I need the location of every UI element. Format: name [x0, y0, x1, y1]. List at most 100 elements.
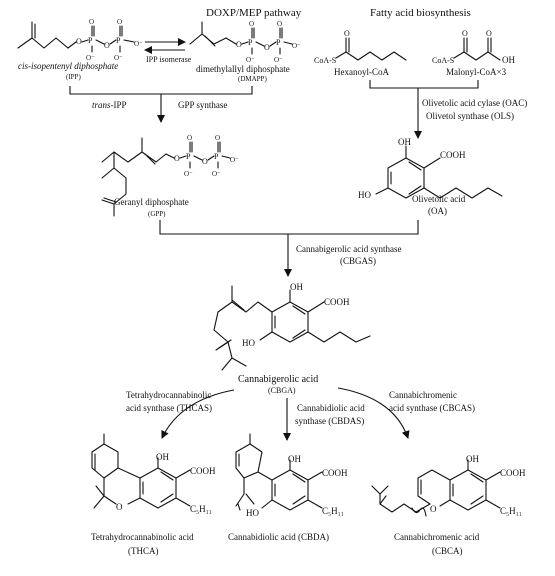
dmapp-structure: O P O O⁻ O P O O⁻ O⁻	[189, 20, 301, 64]
gpp-synthase-label: GPP synthase	[178, 100, 227, 110]
svg-text:O: O	[76, 37, 82, 46]
svg-text:HO: HO	[246, 508, 259, 518]
hexanoyl-coa-structure: CoA-S O	[314, 29, 407, 65]
svg-text:O: O	[236, 40, 242, 49]
svg-text:O: O	[462, 29, 468, 38]
cbcas-arrow	[337, 387, 410, 439]
svg-text:OH: OH	[398, 137, 411, 147]
svg-text:P: P	[88, 36, 93, 45]
oac-label: Olivetolic acid cylase (OAC)	[422, 98, 527, 108]
gpp-abbr: (GPP)	[148, 210, 166, 218]
oa-name: Olivetolic acid	[412, 194, 466, 204]
dmapp-abbr: (DMAPP)	[238, 75, 267, 83]
svg-text:C₅H₁₁: C₅H₁₁	[500, 506, 522, 516]
thca-name: Tetrahydrocannabinolic acid	[91, 532, 194, 542]
svg-text:OH: OH	[466, 454, 479, 464]
svg-text:O: O	[215, 134, 220, 142]
oa-merge-line	[369, 80, 479, 89]
svg-text:O⁻: O⁻	[114, 54, 123, 62]
svg-text:OH: OH	[288, 454, 301, 464]
svg-text:O: O	[277, 20, 282, 28]
svg-text:O: O	[486, 29, 492, 38]
thcas-arrow	[161, 389, 235, 439]
cbdas-label-2: synthase (CBDAS)	[295, 416, 364, 426]
dmapp-name: dimethylallyl diphosphate	[196, 64, 290, 74]
trans-ipp-label: trans-IPP	[92, 100, 127, 110]
gpp-structure: O P O O⁻ O P O O⁻ O⁻	[101, 134, 239, 217]
cbgas-label-2: (CBGAS)	[340, 256, 376, 266]
svg-text:C₅H₁₁: C₅H₁₁	[190, 504, 212, 514]
pathway-doxp-mep: DOXP/MEP pathway	[206, 7, 302, 19]
svg-text:COOH: COOH	[324, 297, 350, 307]
cbgas-label-1: Cannabigerolic acid synthase	[296, 244, 401, 254]
svg-text:O: O	[89, 18, 94, 26]
svg-text:C₅H₁₁: C₅H₁₁	[322, 506, 344, 516]
svg-text:O⁻: O⁻	[134, 40, 143, 48]
svg-text:P: P	[248, 38, 253, 47]
cbda-name: Cannabidiolic acid (CBDA)	[228, 532, 329, 542]
svg-text:P: P	[214, 152, 219, 161]
svg-text:O: O	[430, 504, 437, 514]
ipp-structure: O P O O⁻ O P O O⁻ O⁻	[17, 18, 143, 62]
malonyl-coa-structure: CoA-S O O OH	[432, 29, 515, 65]
svg-text:COOH: COOH	[500, 468, 526, 478]
svg-text:O⁻: O⁻	[274, 56, 283, 64]
cbca-abbr: (CBCA)	[432, 546, 463, 556]
cbga-structure: OH COOH HO	[213, 282, 371, 371]
svg-text:COOH: COOH	[440, 150, 466, 160]
cbga-name: Cannabigerolic acid	[238, 374, 318, 385]
cbda-structure: OH COOH C₅H₁₁ HO	[235, 433, 348, 518]
svg-text:OH: OH	[156, 452, 169, 462]
thcas-label-1: Tetrahydrocannabinolic	[126, 390, 211, 400]
thca-structure: OH COOH C₅H₁₁ O	[91, 433, 216, 514]
cbcas-label-1: Cannabichromenic	[389, 390, 457, 400]
cbca-structure: OH COOH C₅H₁₁ O	[371, 454, 526, 517]
svg-text:O: O	[344, 29, 350, 38]
cbcas-label-2: acid synthase (CBCAS)	[389, 403, 475, 413]
svg-text:O: O	[104, 41, 110, 50]
svg-text:HO: HO	[242, 338, 255, 348]
svg-text:O⁻: O⁻	[184, 170, 193, 178]
cbca-name: Cannabichromenic acid	[394, 532, 480, 542]
svg-text:O: O	[174, 154, 180, 163]
svg-text:O⁻: O⁻	[212, 170, 221, 178]
svg-text:COOH: COOH	[190, 466, 216, 476]
svg-text:O: O	[264, 43, 270, 52]
gpp-name: Geranyl diphosphate	[114, 197, 189, 207]
ipp-name: cis-isopentenyl diphosphate	[18, 61, 118, 71]
svg-text:O⁻: O⁻	[230, 156, 239, 164]
svg-text:O: O	[249, 20, 254, 28]
hexanoyl-coa-name: Hexanoyl-CoA	[334, 67, 389, 77]
svg-text:OH: OH	[502, 55, 515, 65]
malonyl-coa-name: Malonyl-CoA×3	[446, 67, 507, 77]
svg-text:P: P	[186, 152, 191, 161]
svg-text:CoA-S: CoA-S	[432, 56, 454, 65]
ipp-isomerase-label: IPP isomerase	[146, 55, 192, 64]
svg-text:OH: OH	[290, 282, 303, 292]
gpp-merge-line	[69, 86, 253, 95]
svg-text:O: O	[116, 502, 123, 512]
cbga-merge-line	[159, 220, 419, 235]
svg-text:O: O	[187, 134, 192, 142]
svg-text:O: O	[202, 157, 208, 166]
svg-text:COOH: COOH	[322, 468, 348, 478]
svg-text:O⁻: O⁻	[246, 56, 255, 64]
svg-text:P: P	[276, 38, 281, 47]
svg-text:HO: HO	[358, 190, 371, 200]
cbdas-label-1: Cannabidiolic acid	[297, 403, 365, 413]
oa-abbr: (OA)	[428, 206, 447, 216]
cbga-abbr: (CBGA)	[268, 386, 296, 395]
ols-label: Olivetol synthase (OLS)	[426, 111, 514, 121]
pathway-fatty-acid: Fatty acid biosynthesis	[370, 7, 471, 19]
svg-text:O⁻: O⁻	[86, 54, 95, 62]
thcas-label-2: acid synthase (THCAS)	[126, 403, 212, 413]
thca-abbr: (THCA)	[128, 546, 159, 556]
oa-structure: OH COOH HO	[358, 137, 503, 200]
svg-text:O⁻: O⁻	[292, 42, 301, 50]
ipp-abbr: (IPP)	[66, 73, 81, 81]
svg-text:O: O	[117, 18, 122, 26]
svg-text:P: P	[116, 36, 121, 45]
svg-text:CoA-S: CoA-S	[314, 56, 336, 65]
